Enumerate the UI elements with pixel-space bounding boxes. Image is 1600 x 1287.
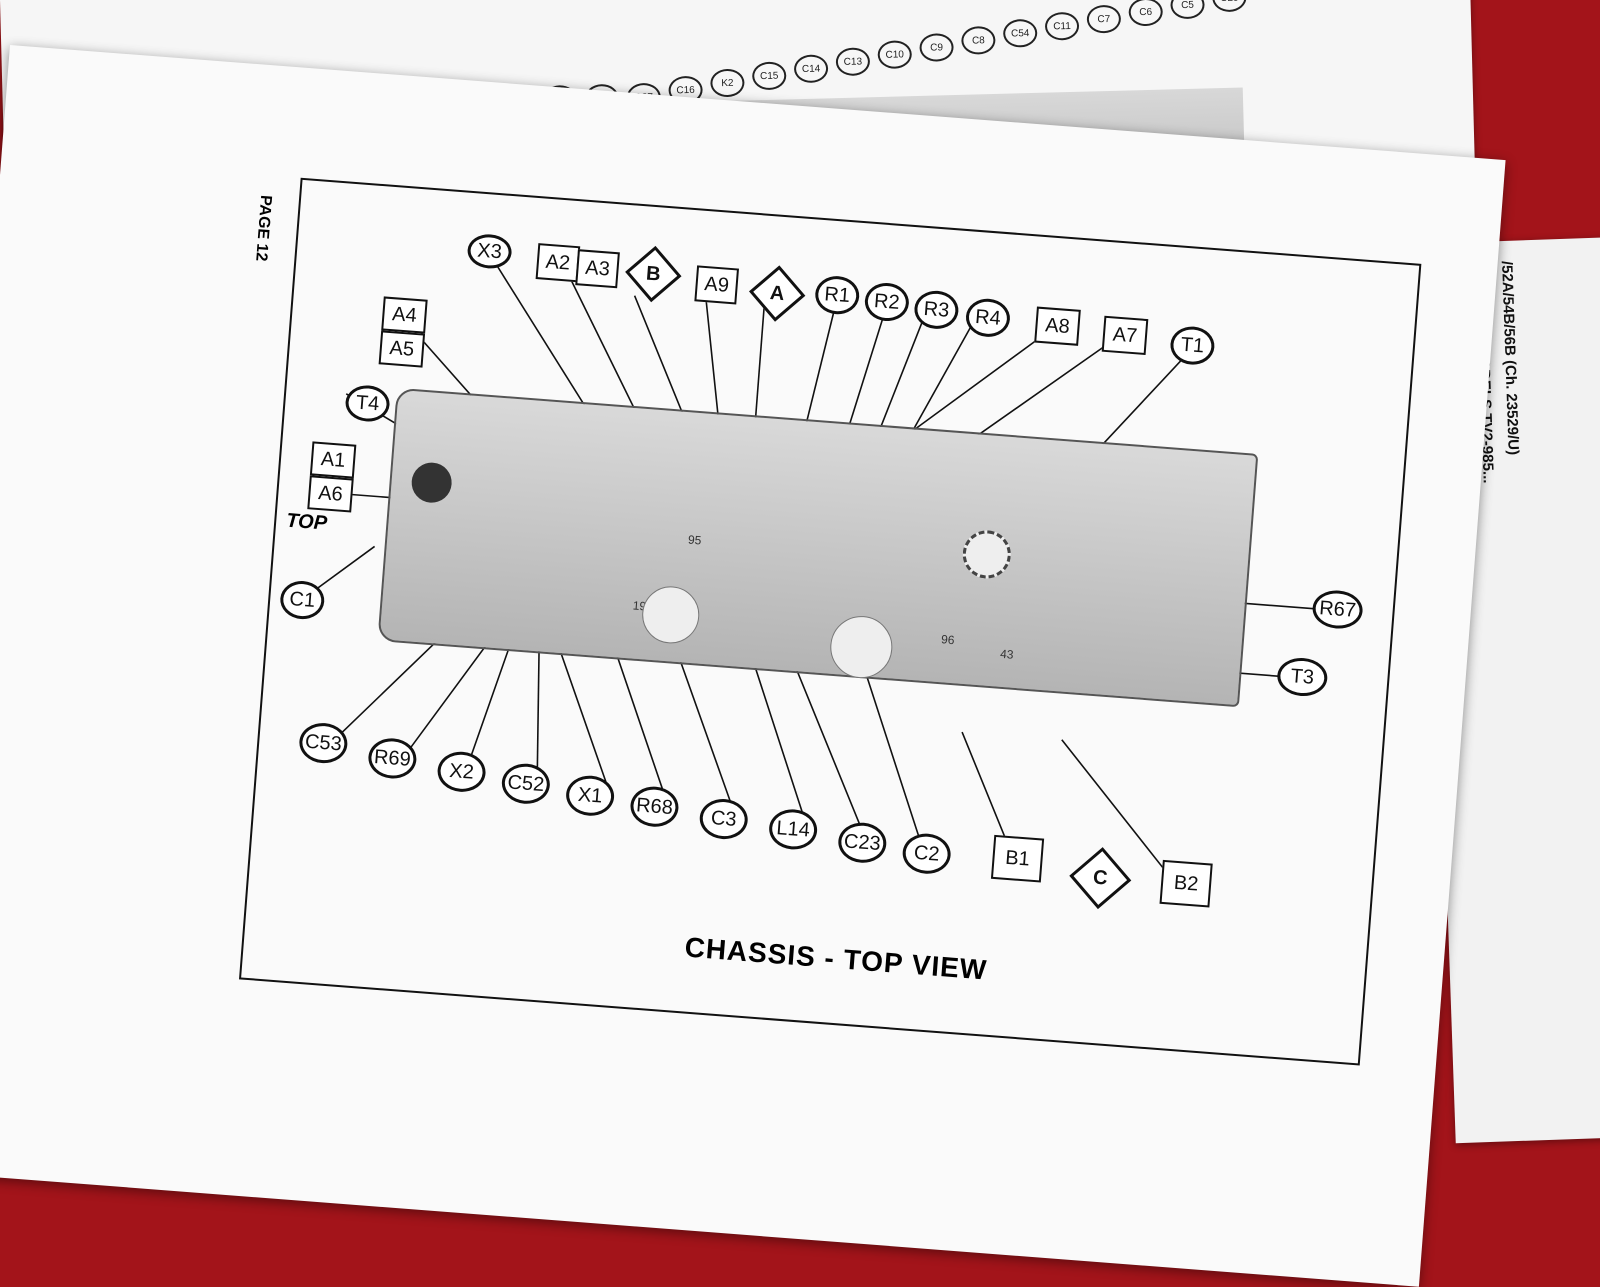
background-callout: C54 (1002, 18, 1038, 48)
callout-c: C (1069, 847, 1132, 910)
callout-a7: A7 (1101, 315, 1149, 356)
callout-a-label: A (769, 281, 786, 305)
round-cutout-c3 (640, 584, 702, 646)
chassis-mark-95: 95 (687, 532, 702, 548)
page-label: PAGE 12 (252, 194, 275, 262)
background-callout: C8 (961, 25, 996, 55)
callout-b1: B1 (990, 834, 1045, 883)
background-callout: C7 (1086, 4, 1122, 34)
background-callout: C15 (751, 61, 787, 91)
callout-b: B (624, 245, 682, 303)
callout-a1: A1 (309, 441, 357, 479)
top-label: TOP (285, 509, 328, 535)
knob-top (410, 461, 454, 505)
tube-socket (961, 528, 1013, 581)
callout-c-label: C (1092, 866, 1109, 890)
callout-a4: A4 (381, 296, 428, 334)
background-callout: C6 (1128, 0, 1164, 27)
chassis-mark-43: 43 (999, 646, 1015, 662)
background-callout: C11 (1044, 11, 1080, 41)
callout-a2: A2 (535, 243, 581, 283)
callout-b2: B2 (1159, 859, 1213, 908)
background-callout: C13 (835, 47, 871, 77)
background-callout: C25 (1212, 0, 1247, 13)
side-header-line2: /52A/54B/56B (Ch. 23529/U) (1498, 260, 1522, 456)
callout-a: A (748, 265, 806, 323)
background-callout: C5 (1170, 0, 1205, 20)
diagram-border: 95 96 43 19 TOP X3 A2 A3 B A9 A R1 R2 R3… (238, 177, 1422, 1066)
callout-a5: A5 (378, 330, 426, 368)
callout-a6: A6 (307, 475, 354, 513)
background-callout: C10 (877, 40, 913, 70)
background-callout: C9 (919, 33, 954, 62)
callout-a3: A3 (575, 249, 620, 289)
background-callout: C14 (793, 54, 829, 84)
callout-b-label: B (645, 262, 662, 286)
round-cutout-c2 (828, 613, 895, 681)
main-page: PAGE 12 (0, 45, 1506, 1287)
callout-a8: A8 (1034, 306, 1081, 346)
chassis-mark-96: 96 (940, 632, 956, 648)
background-callout: K2 (710, 68, 745, 98)
callout-a9: A9 (694, 265, 739, 305)
